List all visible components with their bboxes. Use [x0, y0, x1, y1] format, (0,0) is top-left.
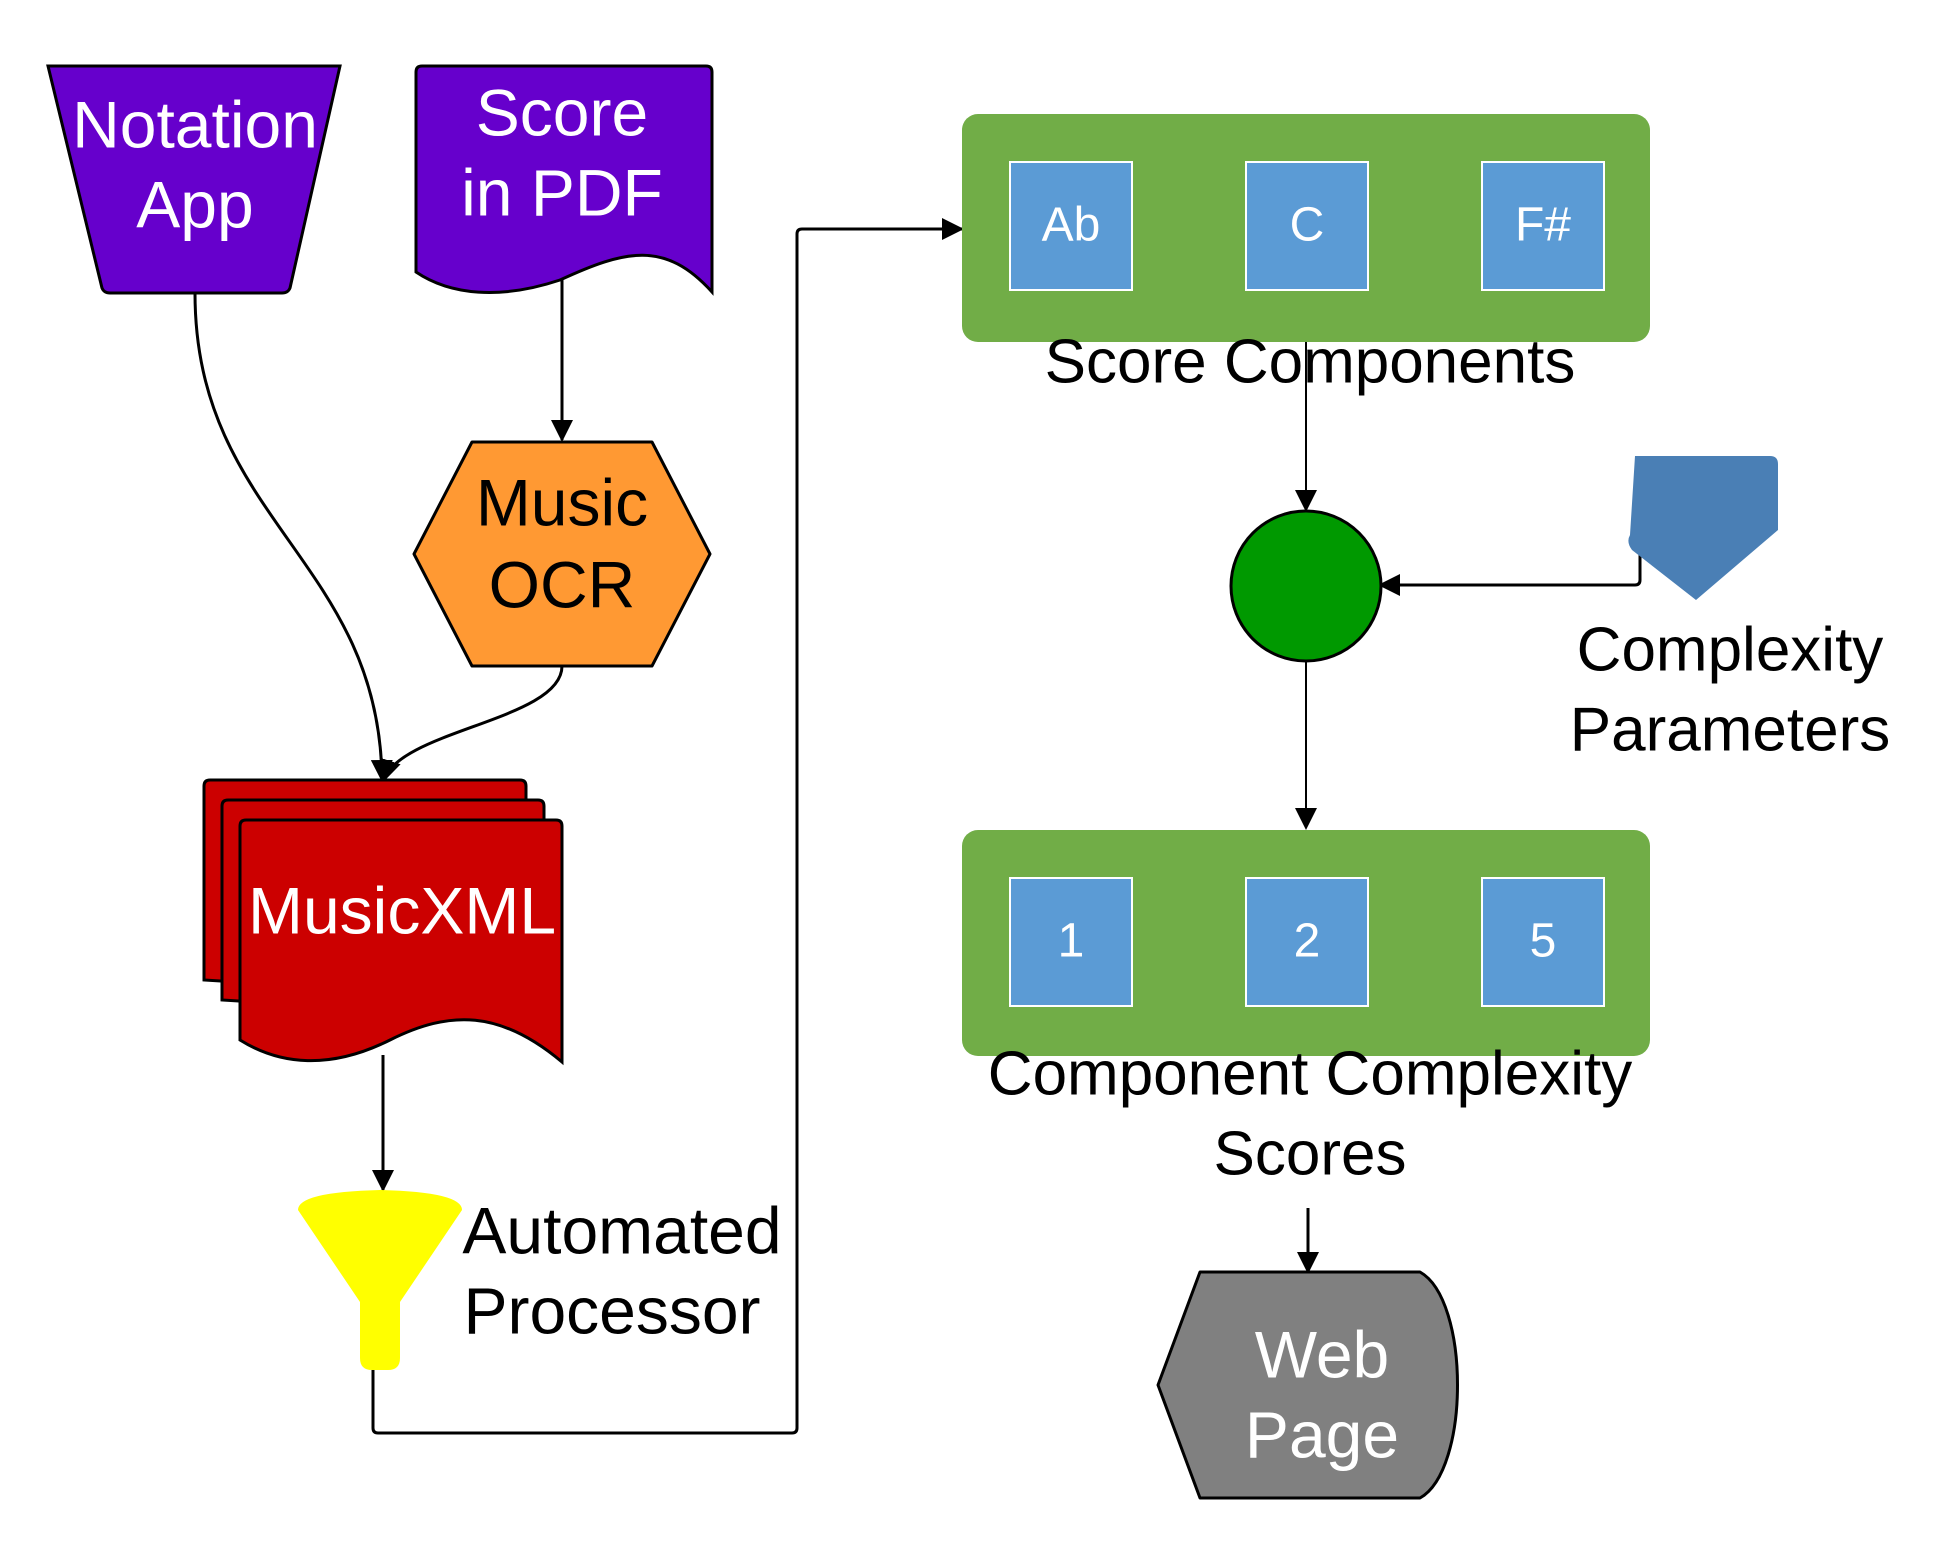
score-pdf-shape	[414, 64, 714, 296]
notation-app-line2: App	[136, 167, 253, 241]
complexity-parameters-line1: Complexity	[1577, 615, 1884, 684]
music-ocr-line1: Music	[476, 465, 648, 539]
edge-processor-to-components	[371, 218, 964, 1435]
notation-app-node: Notation App	[46, 64, 342, 295]
merge-circle	[1229, 509, 1383, 663]
score-value-box-2	[1245, 877, 1369, 1007]
musicxml-front-sheet	[238, 818, 564, 1066]
score-component-box-2	[1245, 161, 1369, 291]
complexity-parameters-node: Complexity Parameters	[1570, 456, 1890, 764]
automated-processor-line1: Automated	[462, 1193, 781, 1267]
musicxml-node: MusicXML	[202, 778, 564, 1066]
music-ocr-shape	[412, 440, 712, 668]
edge-parameters-to-circle	[1378, 530, 1642, 596]
notation-app-shape	[46, 64, 342, 295]
score-components-node: Ab C F# Score Components	[962, 114, 1650, 396]
automated-processor-node: Automated Processor	[298, 1190, 782, 1370]
tag-icon	[1628, 456, 1778, 600]
music-ocr-node: Music OCR	[412, 440, 712, 668]
component-scores-node: 1 2 5 Component Complexity Scores	[962, 830, 1650, 1188]
score-value-box-1	[1009, 877, 1133, 1007]
score-pdf-node: Score in PDF	[414, 64, 714, 296]
score-component-box-1	[1009, 161, 1133, 291]
score-component-label-2: C	[1290, 199, 1325, 252]
score-value-label-1: 1	[1058, 915, 1085, 968]
funnel-icon	[298, 1190, 462, 1370]
edge-ocr-to-musicxml	[379, 665, 564, 782]
web-page-line1: Web	[1255, 1317, 1390, 1391]
score-component-label-1: Ab	[1042, 199, 1101, 252]
component-scores-caption-line1: Component Complexity	[988, 1039, 1632, 1108]
edge-notation-to-musicxml	[193, 292, 393, 782]
music-ocr-line2: OCR	[489, 547, 636, 621]
web-page-shape	[1156, 1270, 1459, 1500]
score-value-box-3	[1481, 877, 1605, 1007]
automated-processor-line2: Processor	[463, 1273, 760, 1347]
score-value-label-3: 5	[1530, 915, 1557, 968]
score-value-label-2: 2	[1294, 915, 1321, 968]
component-scores-caption-line2: Scores	[1214, 1119, 1407, 1188]
web-page-line2: Page	[1245, 1397, 1399, 1471]
web-page-node: Web Page	[1156, 1270, 1459, 1500]
musicxml-label: MusicXML	[248, 873, 556, 947]
score-pdf-line1: Score	[476, 75, 648, 149]
notation-app-line1: Notation	[72, 87, 318, 161]
score-component-box-3	[1481, 161, 1605, 291]
complexity-parameters-line2: Parameters	[1570, 695, 1890, 764]
score-components-caption: Score Components	[1045, 327, 1576, 396]
score-component-label-3: F#	[1515, 199, 1571, 252]
score-pdf-line2: in PDF	[461, 155, 663, 229]
